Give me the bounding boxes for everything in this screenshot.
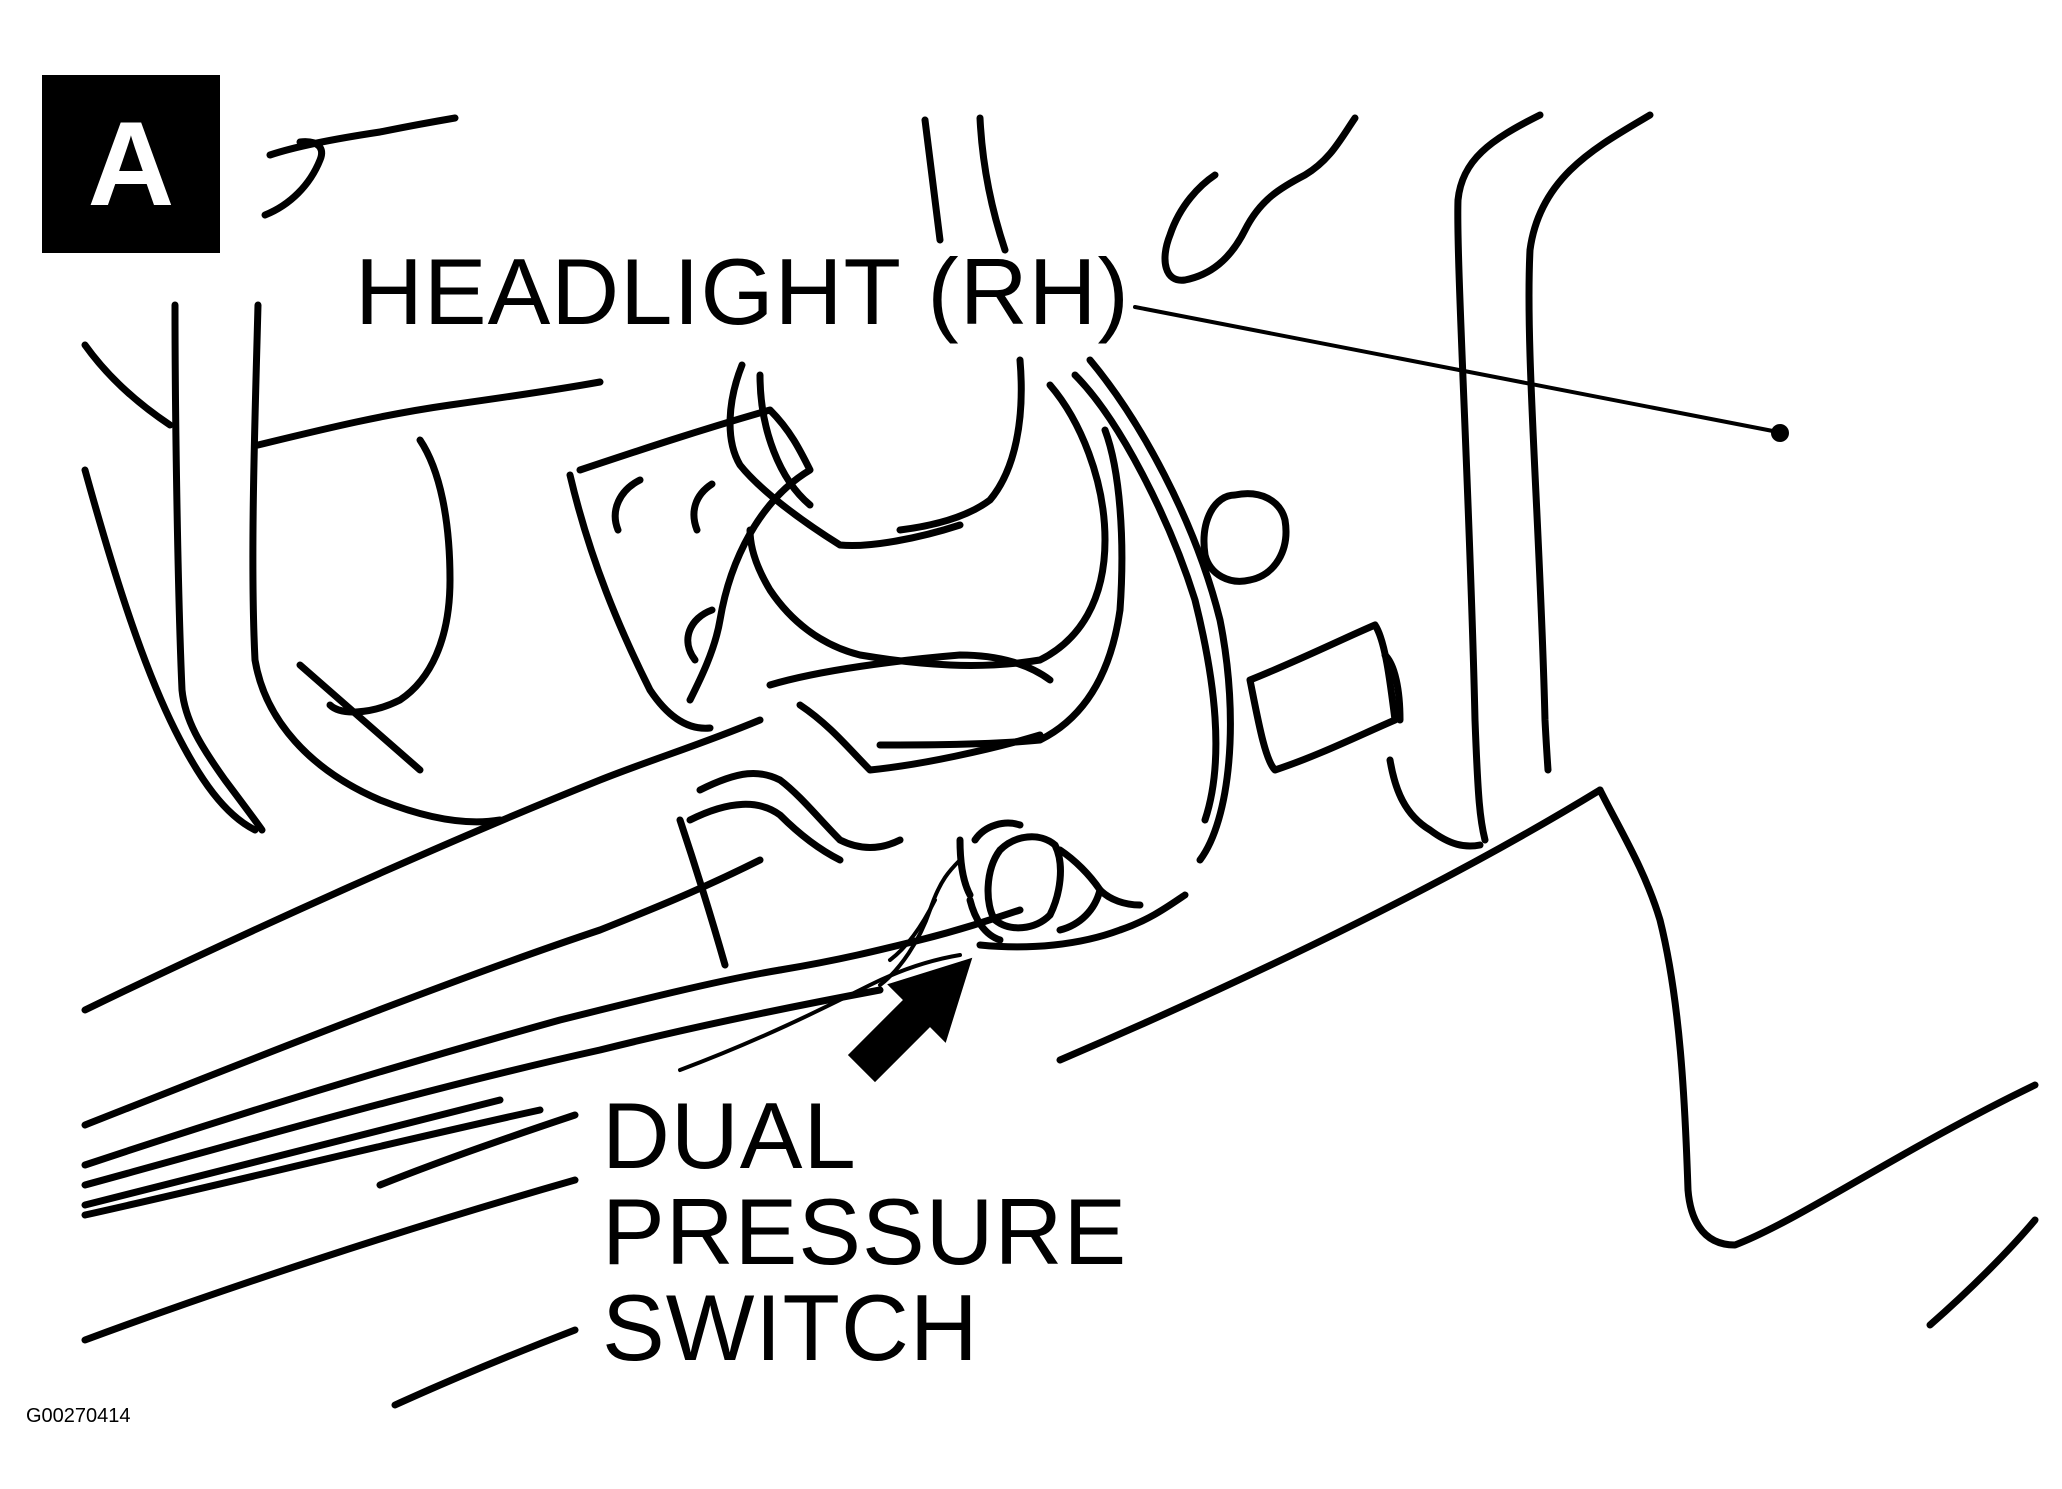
headlight-rim [1071, 371, 1220, 824]
ac-pipe-middle-2 [81, 986, 884, 1189]
round-boss [1200, 490, 1290, 585]
bracket-lower-curve [1386, 756, 1484, 850]
pressure-switch-callout-label: DUAL PRESSURE SWITCH [602, 1088, 1127, 1376]
switch-pipe-upper [776, 906, 1024, 974]
headlight-leader-line [1133, 305, 1780, 434]
left-frame-curve [81, 341, 174, 429]
pressure-switch-label-line-3: SWITCH [602, 1275, 979, 1380]
left-box-inner [326, 436, 454, 716]
ac-pipe-upper-connector [696, 769, 904, 851]
ac-pipe-lower-3 [81, 1176, 579, 1344]
center-diagonal-panel [1056, 786, 1604, 1064]
switch-pipe-lower [678, 953, 962, 1072]
hood-edge-curl [261, 138, 326, 219]
headlight-ledge [766, 651, 1054, 689]
mount-bracket-left [566, 471, 714, 732]
ac-pipe-lower-2 [81, 1106, 544, 1219]
pressure-switch-body-lower [966, 896, 1004, 944]
ac-pipe-bottom [391, 1326, 579, 1409]
ac-pipe-middle-1 [81, 966, 784, 1169]
mount-bracket-outline [576, 406, 814, 704]
right-panel-lower-edge [1926, 1216, 2039, 1329]
left-frame-outline [81, 466, 259, 834]
pressure-switch-flare [1096, 886, 1144, 909]
left-box-top [254, 378, 604, 449]
label-leader-upper [376, 1111, 579, 1189]
panel-letter-badge: A [42, 75, 220, 253]
body-panel-right-inner [1525, 111, 1654, 774]
pointer-arrow [847, 957, 973, 1083]
pressure-switch-label-line-2: PRESSURE [602, 1179, 1128, 1284]
ac-pipe-lower-1 [81, 1096, 504, 1209]
pressure-switch-label-line-1: DUAL [602, 1083, 857, 1188]
headlight-housing-right [896, 356, 1025, 534]
side-bracket [1246, 621, 1399, 774]
upper-vertical-left [921, 116, 944, 244]
ac-pipe-top-2 [81, 856, 764, 1129]
right-panel-bottom [1596, 786, 2039, 1249]
headlight-housing-upper [756, 371, 814, 509]
switch-wire-2 [888, 898, 937, 962]
c-hole-upper [611, 476, 644, 534]
pressure-switch-bracket [956, 836, 974, 899]
pressure-switch-cap [1056, 846, 1104, 934]
pressure-switch-hex [984, 833, 1064, 932]
c-hole-lower [684, 606, 716, 664]
upper-vertical-right [976, 114, 1009, 254]
panel-letter: A [87, 97, 175, 231]
left-box-outline [249, 301, 504, 826]
body-panel-right-outer [1454, 111, 1544, 844]
c-hole-upper-2 [690, 480, 716, 534]
headlight-housing-left [726, 361, 964, 549]
fender-outline-top [1161, 114, 1359, 284]
headlight-rim-outer [1086, 356, 1234, 864]
headlight-leader-dot [1771, 424, 1789, 442]
headlight-callout-label: HEADLIGHT (RH) [355, 239, 1130, 344]
side-bracket-tab [1381, 651, 1404, 724]
headlight-ledge-lower [796, 701, 1044, 774]
ac-pipe-upper-connector-2 [686, 800, 844, 864]
pressure-switch-base [976, 891, 1189, 951]
left-box-bottom-curve [296, 661, 424, 774]
pipe-cross-line [676, 816, 729, 969]
headlight-lens-outer [746, 381, 1109, 669]
ac-pipe-top-1 [81, 716, 764, 1014]
figure-id: G00270414 [26, 1405, 131, 1427]
headlight-lens-inner [876, 426, 1126, 749]
hood-edge-top [266, 114, 459, 159]
pressure-switch-body [971, 819, 1024, 844]
left-frame-vertical [171, 301, 266, 834]
